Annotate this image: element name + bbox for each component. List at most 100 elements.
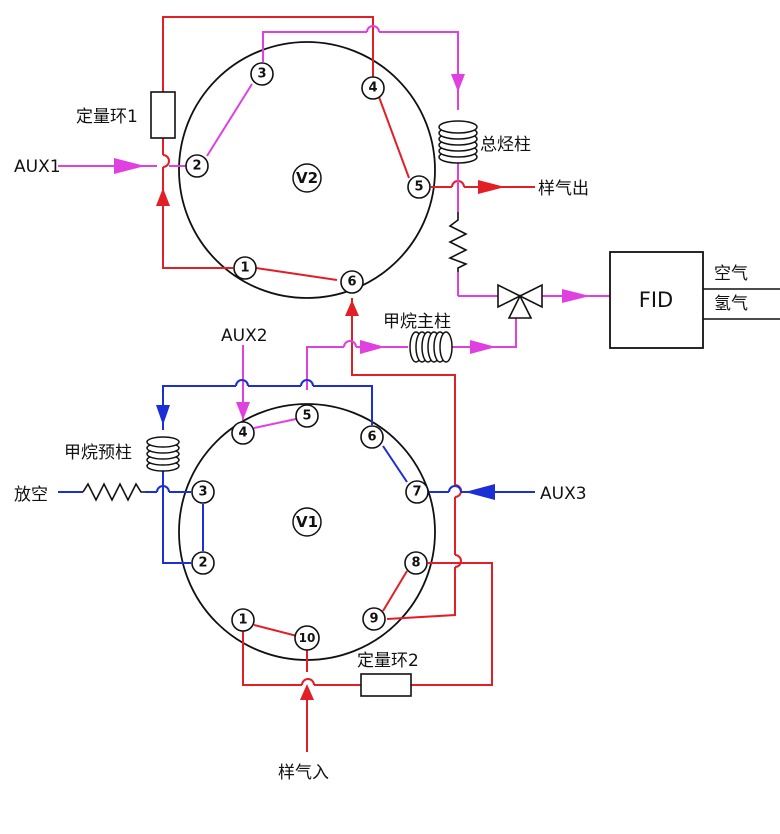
blue-line-precolumn-to-port2: [162, 470, 191, 564]
fid-label: FID: [639, 288, 673, 312]
blue-line-precolumn-top: [162, 385, 236, 430]
v2-port-5: [407, 175, 431, 199]
magenta-line-main-column-to-valve: [450, 317, 517, 348]
v1-port-3: [191, 480, 215, 504]
total-hydrocarbon-column-icon: [438, 120, 478, 164]
fid-detector-box: [609, 251, 704, 349]
arrow-aux1-right: [114, 158, 145, 174]
arrow-to-fid-right: [562, 289, 590, 303]
v1-port-2: [191, 551, 215, 575]
v2-port-5-label: 5: [414, 180, 423, 195]
red-line-crossing-sample-in: [301, 678, 315, 686]
valve-v1-label-circle: [292, 507, 322, 537]
red-line-to-v2-port1: [162, 167, 233, 269]
magenta-internal-v2-2-3: [206, 83, 253, 157]
methane-main-column-label: 甲烷主柱: [383, 312, 451, 332]
v1-port-10: [294, 625, 320, 651]
v2-port-1: [233, 256, 257, 280]
methane-precolumn-icon: [146, 436, 180, 472]
v1-port-9-label: 9: [369, 612, 378, 627]
v1-port-1: [231, 608, 255, 632]
magenta-line-crossing-red: [366, 25, 380, 33]
v1-port-2-label: 2: [198, 556, 207, 571]
red-line-v1-port8-to-loop2: [411, 562, 493, 686]
red-line-crossing-port8: [454, 554, 462, 568]
blue-line-crossing-magenta: [300, 379, 314, 387]
v1-port-7: [405, 480, 429, 504]
v2-port-4-label: 4: [368, 81, 377, 96]
arrow-aux3-left: [465, 484, 495, 500]
v1-port-8-label: 8: [411, 556, 420, 571]
blue-line-crossing-aux2: [235, 379, 249, 387]
arrow-precolumn-down: [156, 405, 170, 425]
arrow-v2-port6-up: [345, 300, 359, 316]
v2-port-6-label: 6: [347, 275, 356, 290]
v1-port-1-label: 1: [238, 613, 247, 628]
three-way-valve-icon: [497, 283, 543, 319]
quant-loop-1-label: 定量环1: [76, 107, 138, 127]
v2-port-3-label: 3: [257, 67, 266, 82]
red-line-crossing-aux1: [162, 154, 170, 168]
magenta-internal-v1-4-5: [253, 418, 297, 429]
v1-port-4-label: 4: [238, 426, 247, 441]
valve-v2-body: [178, 41, 436, 299]
v1-ports: 1 2 3 4 5 6 7 8 9 10: [191, 404, 429, 651]
v2-port-6: [340, 270, 364, 294]
vent-resistor-icon: [82, 482, 145, 502]
aux1-label: AUX1: [14, 157, 61, 177]
v1-port-5-label: 5: [302, 409, 311, 424]
arrow-aux2-down: [236, 402, 250, 420]
red-internal-v1-8-9: [382, 570, 408, 612]
aux2-label: AUX2: [221, 326, 268, 346]
red-line-loop1-top: [162, 16, 374, 100]
v2-port-4: [361, 76, 385, 100]
magenta-line-v2-port3-up: [262, 31, 367, 62]
v2-port-3: [250, 62, 274, 86]
v2-port-1-label: 1: [240, 261, 249, 276]
air-label: 空气: [714, 264, 748, 284]
blue-line-crossing-red: [448, 485, 462, 493]
arrow-sample-out-right: [478, 180, 505, 194]
v1-port-10-label: 10: [299, 631, 316, 645]
red-line-to-v1-port9: [386, 567, 456, 620]
blue-line-to-v1-port6: [313, 385, 373, 425]
quant-loop-2-box: [360, 673, 412, 697]
red-flow-lines: [156, 16, 535, 752]
aux3-label: AUX3: [540, 484, 587, 504]
quant-loop-1-box: [150, 91, 176, 139]
v1-port-7-label: 7: [412, 485, 421, 500]
sample-in-label: 样气入: [278, 763, 329, 783]
red-line-v2-port6-down: [351, 298, 456, 485]
valve-v2-label: V2: [296, 169, 318, 187]
blue-internal-v1-6-7: [382, 445, 408, 483]
v1-port-9: [362, 607, 386, 631]
red-internal-v2-1-6: [255, 267, 338, 281]
v1-port-8: [404, 551, 428, 575]
red-internal-v2-4-5: [378, 96, 410, 179]
arrow-to-main-column-right: [360, 340, 385, 354]
total-hc-column-label: 总烃柱: [480, 135, 531, 155]
v1-port-6: [360, 425, 384, 449]
arrow-main-column-out: [470, 340, 496, 354]
magenta-flow-lines: [58, 25, 610, 429]
methane-precolumn-label: 甲烷预柱: [64, 443, 132, 463]
red-line-v1-port1-to-loop2: [242, 631, 302, 686]
hydrogen-label: 氢气: [714, 294, 748, 314]
v2-port-2-label: 2: [192, 159, 201, 174]
magenta-line-to-total-column: [379, 31, 459, 110]
vent-label: 放空: [14, 485, 48, 505]
magenta-line-crossing-red-2: [343, 340, 357, 348]
v1-port-6-label: 6: [367, 430, 376, 445]
v1-port-5: [295, 404, 319, 428]
blue-flow-lines: [58, 379, 535, 564]
arrow-to-total-column-down: [451, 74, 465, 92]
v2-port-2: [185, 154, 209, 178]
arrow-sample-in-up: [300, 684, 314, 700]
v1-port-4: [231, 421, 255, 445]
valve-v2-label-circle: [292, 163, 322, 193]
arrow-loop1-up: [156, 188, 170, 206]
valve-v1-label: V1: [296, 513, 318, 531]
quant-loop-2-label: 定量环2: [357, 651, 419, 671]
red-internal-v1-1-10: [253, 624, 298, 637]
v1-port-3-label: 3: [198, 485, 207, 500]
